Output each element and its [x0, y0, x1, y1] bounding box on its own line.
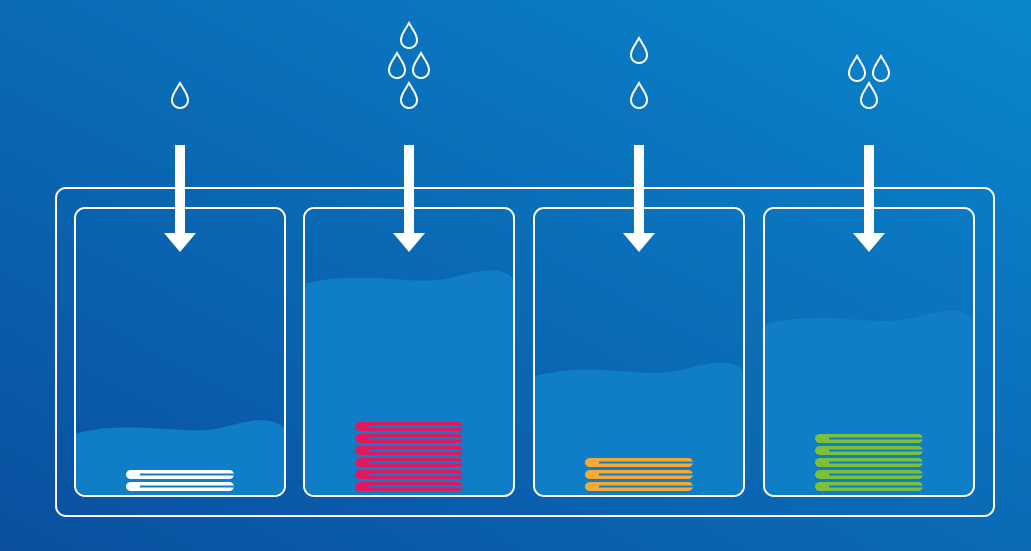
- bin-4: [763, 55, 975, 497]
- folded-towel-icon: [355, 422, 463, 431]
- folded-towel-icon: [355, 482, 463, 491]
- folded-towel-icon: [355, 446, 463, 455]
- folded-towel-icon: [815, 470, 923, 479]
- folded-towel-icon: [355, 434, 463, 443]
- arrow-down-icon: [623, 145, 655, 252]
- arrow-down-icon: [164, 145, 196, 252]
- water-level: [764, 310, 974, 496]
- bins-group: [74, 22, 975, 497]
- bin-3: [533, 37, 745, 497]
- folded-towel-icon: [815, 434, 923, 443]
- folded-towel-icon: [355, 458, 463, 467]
- outer-frame: [55, 187, 995, 517]
- bin-1: [74, 82, 286, 497]
- folded-towel-icon: [585, 458, 693, 467]
- folded-towel-icon: [126, 470, 234, 479]
- folded-towel-icon: [355, 470, 463, 479]
- folded-towel-icon: [585, 482, 693, 491]
- arrow-down-icon: [393, 145, 425, 252]
- folded-towel-icon: [815, 446, 923, 455]
- folded-towel-icon: [815, 482, 923, 491]
- arrow-down-icon: [853, 145, 885, 252]
- folded-towel-icon: [126, 482, 234, 491]
- folded-towel-icon: [815, 458, 923, 467]
- folded-towel-icon: [585, 470, 693, 479]
- bin-2: [303, 22, 515, 497]
